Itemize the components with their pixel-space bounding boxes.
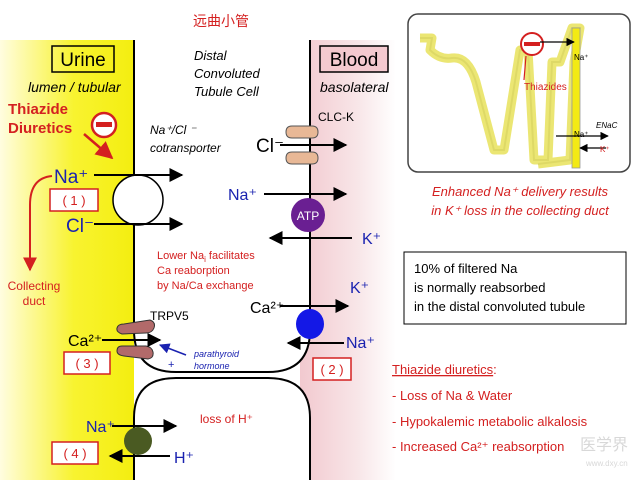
atp-label: ATP [297,209,319,223]
badge-4-box [51,441,99,465]
na-h-exchanger [124,427,152,455]
lower-na-note-3: by Na/Ca exchange [157,280,254,292]
effect-item-2: - Hypokalemic metabolic alkalosis [392,414,588,429]
info-line-1: 10% of filtered Na [414,261,518,276]
badge-1-box [49,188,99,212]
h-label: H⁺ [174,450,194,467]
info-line-2: is normally reabsorbed [414,280,546,295]
loss-h-note: loss of H⁺ [200,412,253,426]
cell-title-1: Distal [194,48,228,63]
lower-na-note-2: Ca reaborption [157,265,230,277]
badge-1: ( 1 ) [62,193,85,208]
pth-label-1: parathyroid [193,349,240,359]
na-label-4: Na⁺ [86,419,115,436]
chinese-title: 远曲小管 [193,13,249,29]
na-label-3: Na⁺ [346,335,375,352]
badge-2-box [312,357,352,381]
cell-title-2: Convoluted [194,66,261,81]
collecting-label-1: Collecting [8,279,61,293]
badge-3: ( 3 ) [75,356,98,371]
effect-item-3: - Increased Ca²⁺ reabsorption [392,439,564,454]
badge-4: ( 4 ) [63,446,86,461]
dct-cell-lower [133,377,311,480]
clck-channel [285,125,319,165]
watermark-cn: 医学界 [580,436,628,454]
cl-label-1: Cl⁻ [66,216,94,237]
k-label-2: K⁺ [350,280,369,297]
urine-label: Urine [60,50,105,71]
info-box [403,251,627,325]
ca-label-2: Ca²⁺ [68,333,102,350]
urine-label-box [51,45,115,73]
pth-label-2: hormone [194,361,230,371]
trpv5-channel [116,319,155,360]
collecting-label-2: duct [23,294,46,308]
na-ca-exchanger [296,309,324,339]
watermark-url: www.dxy.cn [585,459,628,468]
clck-label: CLC-K [318,110,354,124]
info-line-3: in the distal convoluted tubule [414,299,585,314]
thiazide-label-1: Thiazide [8,101,68,118]
inset-enac: ENaC [596,121,618,130]
trpv5-label: TRPV5 [150,309,189,323]
ncc-label-2: cotransporter [150,141,222,155]
blood-label-box [319,45,389,73]
thiazide-arrow [83,133,114,160]
blood-label: Blood [330,50,379,71]
thiazide-label-2: Diuretics [8,120,72,137]
na-label-1: Na⁺ [54,167,88,188]
cl-label-2: Cl⁻ [256,136,284,157]
effect-item-1: - Loss of Na & Water [392,388,513,403]
urine-sublabel: lumen / tubular [28,79,122,95]
inset-na-1: Na⁺ [574,53,588,62]
inset-caption-2: in K⁺ loss in the collecting duct [431,203,610,218]
inhibit-icon [90,111,118,139]
k-label-1: K⁺ [362,231,381,248]
na-k-atpase [291,198,325,232]
lower-na-note-1: Lower Nai facilitates [157,250,255,264]
ca-label-1: Ca²⁺ [250,300,284,317]
badge-3-box [63,351,111,375]
ncc-label-1: Na⁺/Cl ⁻ [150,123,198,137]
inset-thiazides: Thiazides [524,82,567,93]
collecting-duct-inset [407,13,631,173]
urine-zone [0,40,134,480]
inset-caption-1: Enhanced Na⁺ delivery results [432,184,608,199]
ncc-transporter [112,174,164,226]
collecting-duct-arrow [23,175,53,272]
inset-k: K⁺ [600,145,610,154]
blood-sublabel: basolateral [320,79,389,95]
pth-sign: + [168,359,174,371]
effects-title: Thiazide diuretics: [392,362,497,377]
pth-arrow [159,343,187,356]
na-label-2: Na⁺ [228,187,257,204]
badge-2: ( 2 ) [320,362,343,377]
blood-zone [300,40,396,480]
cell-title-3: Tubule Cell [194,84,260,99]
inset-na-2: Na⁺ [574,130,588,139]
